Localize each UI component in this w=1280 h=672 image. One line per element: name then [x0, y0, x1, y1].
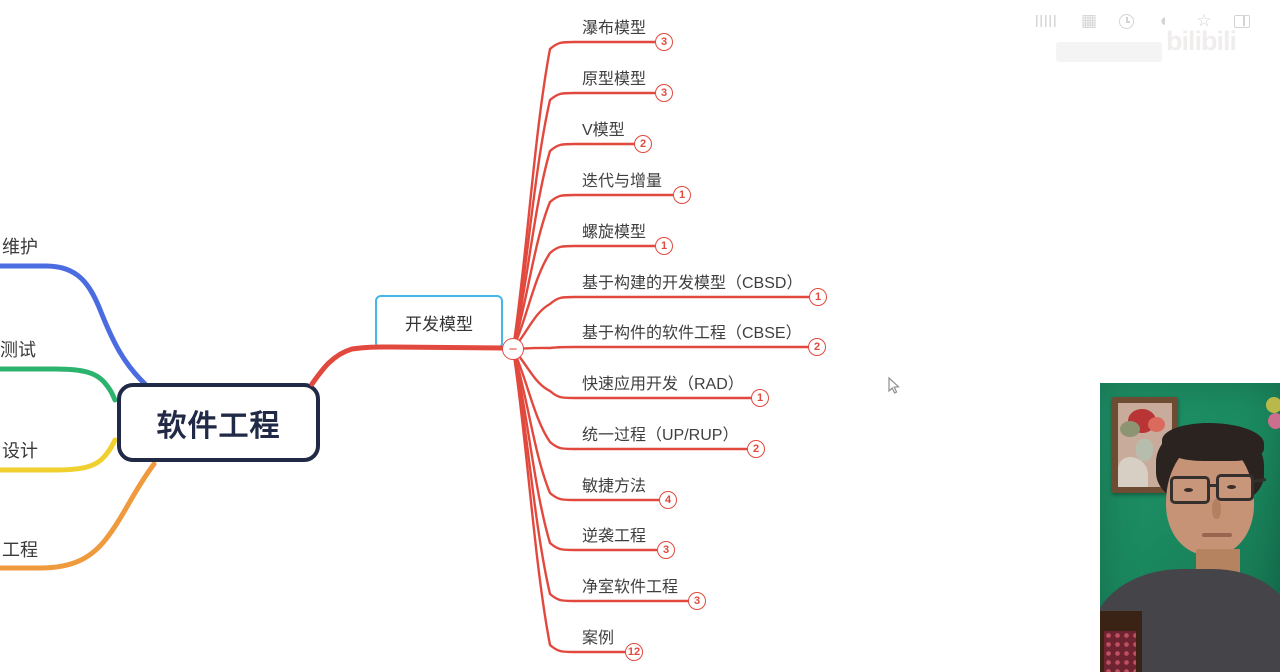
branch-label[interactable]: 基于构建的开发模型（CBSD） [582, 275, 803, 292]
branch-label[interactable]: 敏捷方法 [582, 478, 647, 495]
mouse-cursor-icon [888, 376, 900, 394]
grid-icon[interactable]: ▦ [1080, 11, 1098, 30]
branch-line [511, 347, 690, 603]
branch-label[interactable]: 案例 [582, 630, 615, 647]
clock-icon[interactable] [1119, 14, 1134, 29]
branch-count-badge[interactable]: 1 [673, 186, 691, 204]
branch-count-badge[interactable]: 3 [657, 541, 675, 559]
root-node[interactable]: 软件工程 [117, 383, 320, 462]
trunk-line [309, 344, 507, 387]
minus-icon: − [508, 340, 518, 358]
webcam-overlay [1100, 383, 1280, 672]
branch-count-badge[interactable]: 3 [688, 592, 706, 610]
dev-model-node[interactable]: 开发模型 [375, 295, 503, 349]
decal-leaf [1266, 397, 1280, 413]
painting-cloth [1118, 457, 1148, 487]
branch-count-badge[interactable]: 4 [659, 491, 677, 509]
branch-count-badge[interactable]: 1 [751, 389, 769, 407]
branch-line [511, 347, 661, 502]
branch-label[interactable]: 快速应用开发（RAD） [582, 376, 744, 393]
left-branch-line [0, 437, 118, 473]
root-node-label: 软件工程 [156, 409, 281, 443]
bilibili-watermark: bilibili [1166, 26, 1237, 56]
branch-count-badge[interactable]: 2 [634, 135, 652, 153]
branch-line [511, 347, 659, 552]
star-icon[interactable]: ☆ [1196, 11, 1212, 30]
left-branch-label[interactable]: 工程 [2, 540, 38, 560]
left-branch-label[interactable]: 维护 [2, 237, 38, 257]
branch-label[interactable]: 基于构件的软件工程（CBSE） [582, 325, 802, 342]
left-branch-line [0, 366, 118, 403]
branch-count-badge[interactable]: 2 [747, 440, 765, 458]
flower-decal [1266, 397, 1280, 435]
branch-label[interactable]: 逆袭工程 [582, 528, 647, 545]
branch-line [511, 40, 657, 351]
branch-line [511, 91, 657, 351]
branch-count-badge[interactable]: 1 [655, 237, 673, 255]
outline-icon[interactable] [1036, 15, 1058, 27]
person-eye [1184, 488, 1193, 492]
dev-model-label: 开发模型 [405, 314, 473, 334]
person-nose [1212, 499, 1221, 519]
clock-hand [1126, 21, 1130, 23]
branch-label[interactable]: 原型模型 [582, 71, 647, 88]
left-branch-line [0, 461, 157, 571]
chair-pattern [1104, 631, 1136, 672]
branch-count-badge[interactable]: 1 [809, 288, 827, 306]
clock-hand [1126, 17, 1128, 22]
left-branch-line [0, 263, 148, 387]
branch-line [511, 142, 636, 351]
branch-label[interactable]: 瀑布模型 [582, 20, 647, 37]
glasses-bridge [1208, 484, 1218, 487]
collapse-button[interactable]: − [502, 338, 524, 360]
branch-line [511, 347, 627, 654]
person-mouth [1202, 533, 1232, 537]
contrast-icon[interactable]: ◐ [1159, 11, 1171, 30]
decal-flower [1268, 413, 1280, 429]
watermark-blur [1056, 42, 1162, 62]
branch-line [511, 244, 657, 351]
branch-count-badge[interactable]: 3 [655, 84, 673, 102]
painting-flowers [1148, 417, 1165, 432]
branch-label[interactable]: 统一过程（UP/RUP） [582, 427, 739, 444]
branch-line [511, 295, 811, 351]
person-hair-fringe [1162, 423, 1264, 461]
branch-label[interactable]: 迭代与增量 [582, 173, 663, 190]
branch-count-badge[interactable]: 2 [808, 338, 826, 356]
branch-line [511, 347, 749, 451]
branch-label[interactable]: 螺旋模型 [582, 224, 647, 241]
branch-line [511, 193, 675, 351]
person-eye [1227, 485, 1236, 489]
branch-line [511, 347, 753, 400]
window-icon[interactable] [1234, 15, 1250, 28]
branch-line [511, 345, 810, 351]
branch-label[interactable]: 净室软件工程 [582, 579, 679, 596]
window-split [1243, 16, 1245, 26]
painting-vase [1136, 439, 1153, 461]
left-branch-label[interactable]: 测试 [0, 340, 36, 360]
left-branch-label[interactable]: 设计 [2, 441, 38, 461]
painting-leaves [1120, 421, 1140, 437]
branch-label[interactable]: V模型 [582, 122, 625, 139]
branch-count-badge[interactable]: 3 [655, 33, 673, 51]
branch-count-badge[interactable]: 12 [625, 643, 643, 661]
